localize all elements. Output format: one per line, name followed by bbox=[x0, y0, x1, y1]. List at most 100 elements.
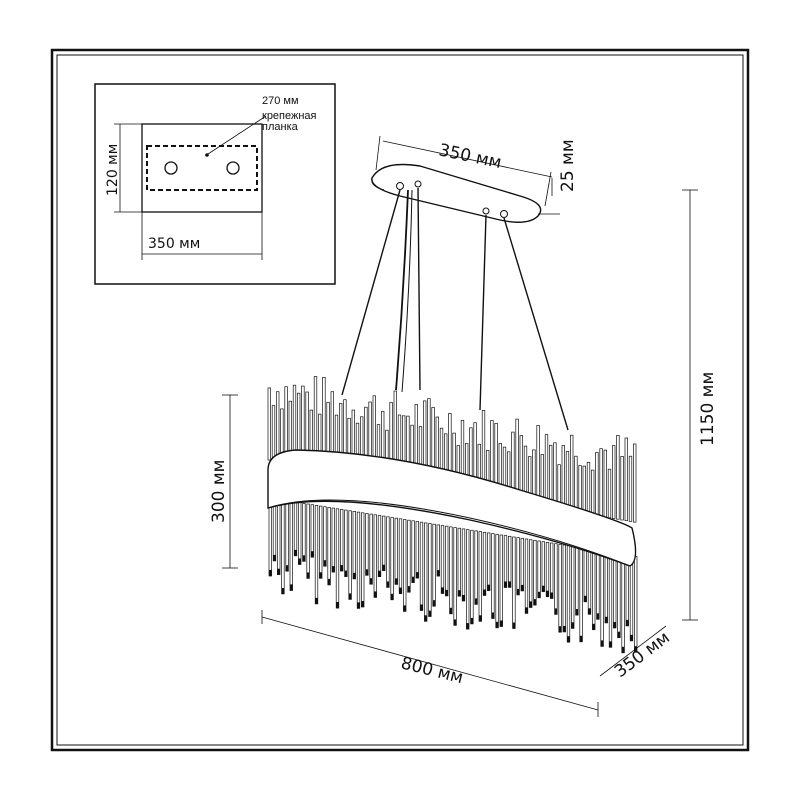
bracket-note-line2: планка bbox=[262, 121, 299, 133]
crystal-rod-tip bbox=[357, 602, 360, 609]
crystal-rod-tip bbox=[592, 623, 595, 630]
crystal-rod-tip bbox=[395, 578, 398, 585]
crystal-rod-lower bbox=[415, 521, 419, 579]
crystal-rod-tip bbox=[319, 572, 322, 579]
canopy-width-label: 350 мм bbox=[437, 140, 503, 173]
crystal-rod-lower bbox=[445, 525, 449, 597]
canopy-screw-3 bbox=[482, 207, 490, 215]
crystal-rod-upper bbox=[561, 445, 565, 511]
crystal-rod-lower bbox=[440, 525, 445, 594]
crystal-rod-tip bbox=[546, 590, 549, 597]
length-dim-line bbox=[261, 616, 599, 711]
crystal-rod-lower bbox=[482, 531, 487, 596]
crystal-rod-lower bbox=[369, 513, 373, 585]
crystal-rod-tip bbox=[315, 597, 318, 604]
crystal-rod-tip bbox=[584, 595, 587, 602]
crystal-rod-tip bbox=[437, 570, 440, 577]
crystal-rod-tip bbox=[487, 584, 490, 591]
crystal-rod-tip bbox=[428, 610, 432, 617]
canopy-height-label: 25 мм bbox=[558, 139, 578, 192]
crystal-rod-tip bbox=[281, 588, 285, 594]
body-height-label: 300 мм bbox=[209, 459, 229, 523]
crystal-rod-tip bbox=[470, 617, 474, 624]
crystal-rod-upper bbox=[276, 391, 280, 462]
crystal-rod-lower bbox=[453, 527, 457, 626]
crystal-rod-lower bbox=[449, 526, 453, 615]
crystal-rod-lower bbox=[411, 520, 415, 583]
crystal-rod-tip bbox=[605, 616, 608, 623]
crystal-rod-upper bbox=[586, 461, 591, 515]
crystal-rod-lower bbox=[348, 510, 352, 600]
canopy-width-ext-left bbox=[375, 135, 381, 171]
crystal-rod-lower bbox=[604, 551, 608, 624]
crystal-rod-tip bbox=[550, 592, 553, 599]
crystal-rod-lower bbox=[419, 521, 424, 611]
crystal-rod-lower bbox=[474, 530, 478, 605]
canopy-width-ext-right bbox=[544, 171, 552, 207]
crystal-rod-upper bbox=[591, 469, 595, 516]
inner-frame bbox=[56, 54, 744, 746]
crystal-rod-tip bbox=[290, 584, 293, 591]
crystal-rod-tip bbox=[529, 601, 532, 608]
crystal-rod-lower bbox=[310, 504, 314, 558]
crystal-rod-tip bbox=[621, 646, 625, 653]
crystal-rod-lower bbox=[587, 548, 592, 615]
canopy-edge bbox=[371, 177, 385, 191]
crystal-rod-lower bbox=[487, 532, 491, 591]
crystal-rod-lower bbox=[356, 511, 361, 609]
crystal-rod-lower bbox=[550, 542, 554, 599]
crystal-rod-lower bbox=[277, 498, 281, 575]
crystal-rod-upper bbox=[544, 434, 549, 508]
suspension-cables bbox=[341, 187, 569, 431]
crystal-rod-tip bbox=[332, 566, 335, 573]
crystal-rod-tip bbox=[516, 588, 520, 595]
crystal-rod-tip bbox=[420, 604, 423, 611]
crystal-rod-lower bbox=[424, 522, 428, 622]
crystal-rod-tip bbox=[407, 586, 411, 593]
crystal-rod-lower bbox=[457, 527, 461, 597]
crystal-rod-lower bbox=[352, 511, 356, 580]
crystal-rod-tip bbox=[596, 613, 600, 620]
crystal-rod-lower bbox=[340, 509, 344, 572]
crystal-rod-lower bbox=[268, 497, 272, 577]
crystal-rod-tip bbox=[558, 626, 562, 633]
crystal-rod-upper bbox=[271, 405, 276, 462]
crystal-rod-upper bbox=[633, 443, 637, 523]
crystal-rod-tip bbox=[390, 593, 394, 600]
crystal-rod-tip bbox=[311, 551, 314, 558]
mounting-bracket-dashed bbox=[146, 145, 258, 191]
crystal-rod-lower bbox=[537, 540, 541, 599]
crystal-rod-lower bbox=[314, 505, 319, 605]
crystal-rod-tip bbox=[336, 602, 339, 608]
total-height-label: 1150 мм bbox=[698, 372, 718, 446]
crystal-rod-upper bbox=[620, 456, 624, 521]
crystal-rod-lower bbox=[600, 550, 604, 647]
crystal-rod-upper bbox=[582, 465, 586, 514]
bracket-note-line1: крепежная bbox=[262, 110, 317, 122]
inset-frame bbox=[94, 83, 336, 285]
crystal-rod-tip bbox=[285, 565, 289, 572]
crystal-rod-lower bbox=[617, 553, 621, 639]
crystal-rod-tip bbox=[542, 585, 545, 592]
crystal-rod-tip bbox=[277, 568, 280, 575]
mounting-plate-inset: 270 мм крепежная планка 120 мм 350 мм bbox=[94, 83, 336, 285]
crystal-rod-tip bbox=[382, 564, 385, 571]
crystal-rod-lower bbox=[323, 506, 327, 567]
crystal-rod-lower bbox=[491, 533, 495, 619]
depth-dim-line bbox=[599, 625, 667, 677]
crystal-rod-lower bbox=[562, 544, 566, 633]
crystal-rod-lower bbox=[478, 531, 482, 622]
crystal-rod-upper bbox=[267, 387, 271, 461]
crystal-rod-lower bbox=[398, 518, 403, 594]
crystal-rod-upper bbox=[599, 448, 603, 517]
crystal-rod-lower bbox=[499, 534, 503, 627]
crystal-rod-lower bbox=[281, 499, 285, 595]
crystal-rod-tip bbox=[344, 570, 348, 577]
crystal-rod-lower bbox=[520, 537, 524, 592]
crystal-rod-lower bbox=[432, 523, 436, 607]
crystal-rod-tip bbox=[491, 612, 495, 619]
canopy-screw-4 bbox=[500, 210, 508, 218]
canopy bbox=[371, 163, 542, 223]
crystal-rod-lower bbox=[407, 519, 411, 593]
crystal-rod-tip bbox=[579, 635, 583, 642]
